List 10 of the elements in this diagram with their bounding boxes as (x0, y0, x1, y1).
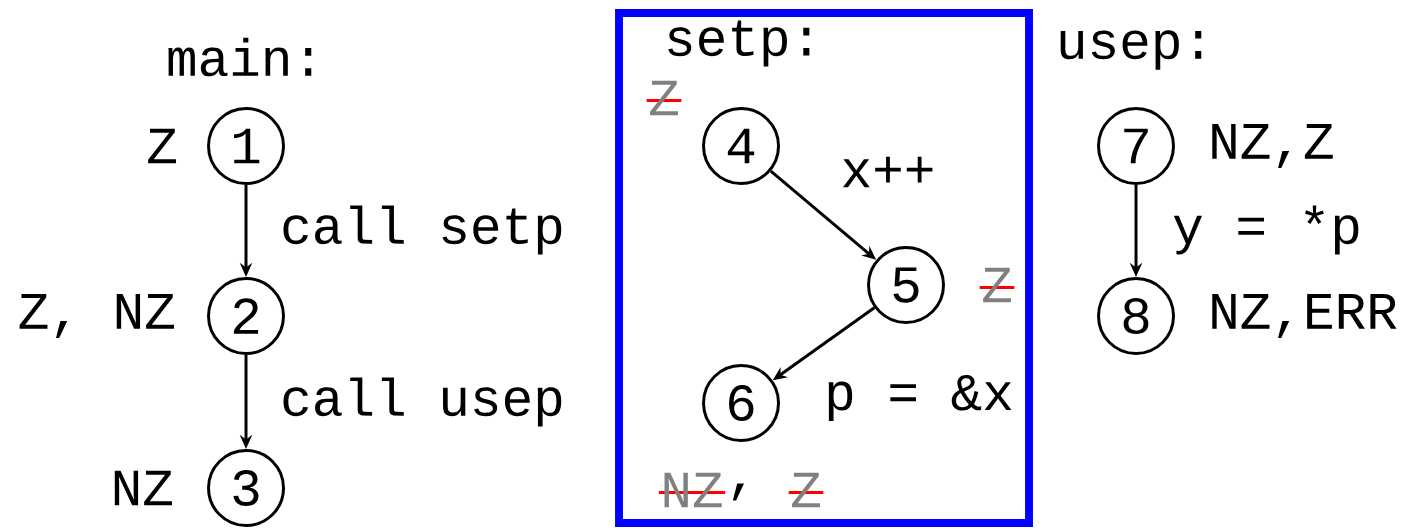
state-annotation: Z, NZ (19, 293, 174, 339)
state-annotation: NZ (114, 470, 172, 506)
edge-label: call usep (278, 375, 567, 429)
state-annotation: NZ,Z (1212, 123, 1333, 169)
edge-label: p = &x (822, 373, 1016, 423)
state-annotation: Z (148, 128, 176, 164)
edge-label: x++ (838, 155, 938, 189)
edge-label: call setp (278, 203, 567, 257)
edge-label: y = *p (1170, 203, 1364, 257)
state-annotation: NZ,ERR (1212, 293, 1397, 339)
